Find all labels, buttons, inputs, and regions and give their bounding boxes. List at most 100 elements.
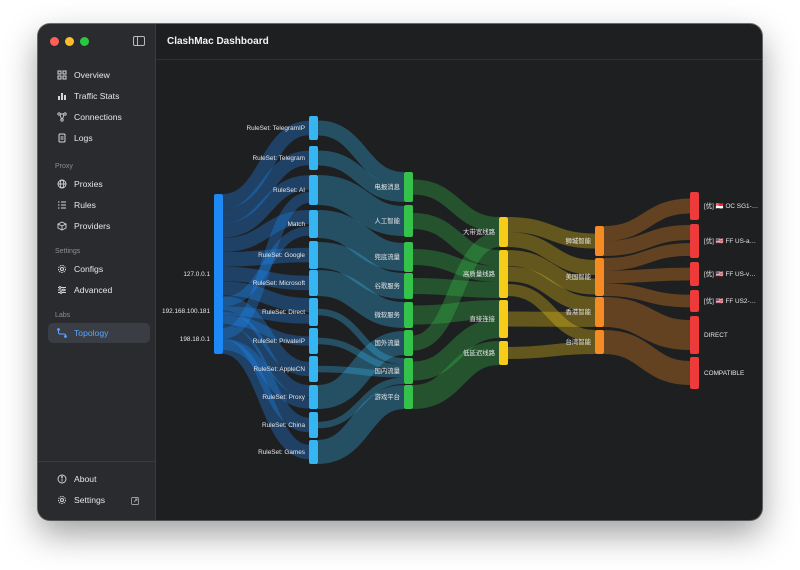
sankey-node-label: 低延迟线路 [463, 348, 496, 357]
sankey-node-label: 狮城智能 [565, 236, 591, 245]
sankey-link [317, 308, 405, 365]
sankey-node-category[interactable] [404, 302, 413, 328]
sankey-node-label: [优] 🇺🇸 FF US2-… [704, 296, 756, 305]
sankey-node-rule[interactable] [309, 440, 318, 464]
sidebar-item-advanced[interactable]: Advanced [48, 280, 150, 300]
sankey-node-category[interactable] [404, 385, 413, 409]
sankey-link [222, 210, 310, 252]
section-labs: Labs [55, 312, 71, 319]
sankey-link [317, 337, 405, 371]
sankey-node-category[interactable] [404, 358, 413, 384]
sankey-link [603, 225, 691, 256]
zoom-window-button[interactable] [80, 37, 89, 46]
sankey-node-label: 台湾智能 [565, 337, 591, 346]
sankey-node-proxy[interactable] [690, 316, 699, 354]
sankey-link [222, 150, 310, 224]
sankey-node-proxy[interactable] [690, 262, 699, 286]
sankey-node-rule[interactable] [309, 328, 318, 354]
sankey-node-proxy[interactable] [690, 192, 699, 220]
section-settings: Settings [55, 248, 81, 255]
minimize-window-button[interactable] [65, 37, 74, 46]
sankey-node-category[interactable] [404, 172, 413, 202]
sankey-node-rule[interactable] [309, 385, 318, 409]
sidebar-item-logs[interactable]: Logs [48, 128, 150, 148]
sidebar-item-settings[interactable]: Settings [48, 490, 150, 510]
sankey-node-rule[interactable] [309, 412, 318, 438]
sankey-node-group[interactable] [595, 258, 604, 296]
open-external-icon[interactable] [130, 496, 140, 506]
sankey-node-rule[interactable] [309, 210, 318, 238]
sankey-link [603, 243, 691, 271]
sankey-node-label: 127.0.0.1 [183, 271, 210, 278]
sidebar-item-rules[interactable]: Rules [48, 195, 150, 215]
sankey-node-label: 国外流量 [374, 338, 400, 347]
sidebar-item-overview[interactable]: Overview [48, 65, 150, 85]
sankey-link [412, 278, 500, 298]
sankey-node-label: 192.168.100.181 [162, 308, 210, 315]
sankey-node-group[interactable] [595, 297, 604, 327]
sidebar-item-connections[interactable]: Connections [48, 107, 150, 127]
sankey-node-category[interactable] [404, 242, 413, 272]
close-window-button[interactable] [50, 37, 59, 46]
sidebar-item-topology[interactable]: Topology [48, 323, 150, 343]
sankey-node-route[interactable] [499, 300, 508, 338]
sankey-node-source[interactable] [214, 328, 223, 350]
sankey-node-label: RuleSet: Microsoft [253, 280, 305, 287]
sankey-node-label: 美国智能 [565, 272, 591, 281]
sankey-link [222, 175, 310, 238]
sankey-node-route[interactable] [499, 250, 508, 298]
sankey-node-proxy[interactable] [690, 224, 699, 258]
topology-icon [57, 328, 67, 338]
sankey-node-proxy[interactable] [690, 357, 699, 389]
sankey-node-rule[interactable] [309, 298, 318, 326]
sankey-link [222, 315, 310, 346]
sidebar-toggle-icon[interactable] [133, 36, 145, 46]
sankey-link [507, 250, 596, 295]
page-title: ClashMac Dashboard [167, 36, 269, 47]
sankey-link [222, 120, 310, 209]
sankey-node-label: RuleSet: AI [273, 187, 305, 194]
sankey-link [507, 311, 596, 327]
sankey-node-category[interactable] [404, 330, 413, 356]
globe-icon [57, 179, 67, 189]
sidebar-item-providers[interactable]: Providers [48, 216, 150, 236]
sidebar-item-label: Overview [74, 70, 110, 80]
sankey-node-rule[interactable] [309, 270, 318, 296]
sidebar-item-proxies[interactable]: Proxies [48, 174, 150, 194]
box-icon [57, 221, 67, 231]
sidebar-item-traffic-stats[interactable]: Traffic Stats [48, 86, 150, 106]
sankey-link [317, 175, 405, 236]
sankey-node-label: 微软服务 [374, 310, 400, 319]
sankey-node-label: 国内流量 [374, 366, 400, 375]
sankey-node-group[interactable] [595, 226, 604, 256]
sankey-node-label: 直接连接 [469, 314, 495, 323]
sankey-link [222, 281, 310, 312]
sankey-node-source[interactable] [214, 297, 223, 325]
sidebar-item-configs[interactable]: Configs [48, 259, 150, 279]
sidebar-item-label: About [74, 474, 97, 484]
sankey-node-group[interactable] [595, 330, 604, 354]
network-icon [57, 112, 67, 122]
sankey-node-rule[interactable] [309, 116, 318, 140]
sidebar-item-label: Rules [74, 200, 96, 210]
sankey-node-label: 198.18.0.1 [180, 336, 211, 343]
sankey-link [222, 339, 310, 409]
sankey-link [317, 210, 405, 271]
sankey-link [222, 295, 310, 377]
sliders-icon [57, 285, 67, 295]
sankey-link [507, 342, 596, 359]
sankey-node-route[interactable] [499, 341, 508, 365]
sankey-node-category[interactable] [404, 273, 413, 299]
sankey-node-category[interactable] [404, 205, 413, 237]
sankey-node-rule[interactable] [309, 175, 318, 205]
sankey-link [317, 242, 405, 299]
sidebar-item-label: Logs [74, 133, 93, 143]
sankey-node-rule[interactable] [309, 146, 318, 170]
sankey-node-route[interactable] [499, 217, 508, 247]
sankey-node-rule[interactable] [309, 241, 318, 269]
sidebar-item-about[interactable]: About [48, 469, 150, 489]
sankey-links [221, 120, 691, 464]
sankey-node-rule[interactable] [309, 356, 318, 382]
topology-sankey: 127.0.0.1 192.168.100.181 198.18.0.1 RuleSe… [162, 116, 758, 464]
sankey-node-proxy[interactable] [690, 290, 699, 312]
